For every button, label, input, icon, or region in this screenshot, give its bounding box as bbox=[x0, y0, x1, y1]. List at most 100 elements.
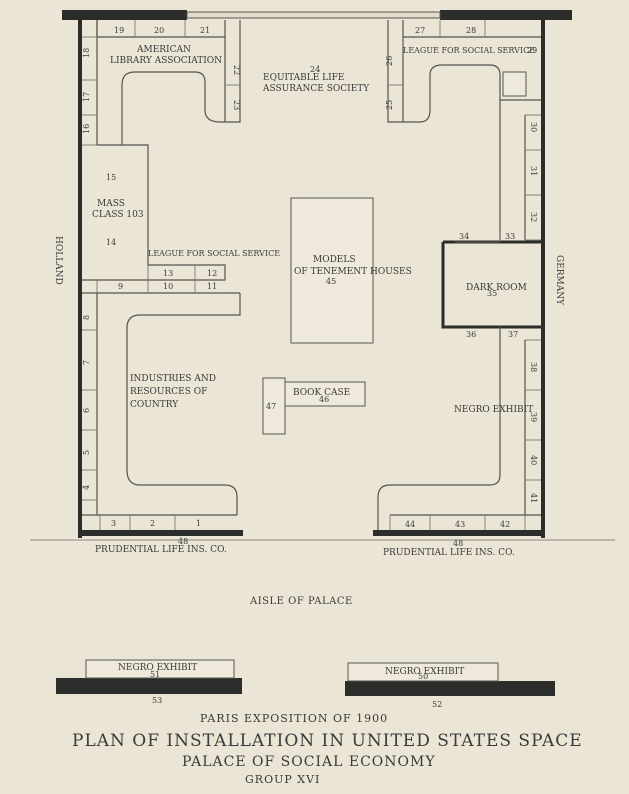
booth-33: 33 bbox=[505, 232, 515, 241]
label-negro-exhibit-right: NEGRO EXHIBIT bbox=[454, 405, 533, 415]
booth-23: 23 bbox=[232, 100, 241, 110]
booth-35: 35 bbox=[487, 289, 497, 298]
booth-48-left: 48 bbox=[178, 537, 188, 546]
booth-12: 12 bbox=[207, 269, 217, 278]
booth-19: 19 bbox=[114, 26, 124, 35]
title-line-2: PLAN OF INSTALLATION IN UNITED STATES SP… bbox=[72, 731, 583, 751]
top-wall-right bbox=[440, 10, 572, 20]
booth-44: 44 bbox=[405, 520, 415, 529]
booth-26: 26 bbox=[385, 56, 394, 66]
booth-37: 37 bbox=[508, 330, 518, 339]
negro-exhibit-right-block bbox=[377, 327, 501, 530]
label-holland: HOLLAND bbox=[53, 236, 63, 285]
label-equitable-1: EQUITABLE LIFE bbox=[263, 73, 344, 83]
booth-31: 31 bbox=[529, 166, 538, 176]
label-dark-room: DARK ROOM bbox=[466, 283, 527, 293]
label-american-1: AMERICAN bbox=[136, 45, 191, 55]
left-wall bbox=[78, 20, 82, 538]
booth-32: 32 bbox=[529, 212, 538, 222]
label-book-case: BOOK CASE bbox=[293, 388, 350, 398]
booth-43: 43 bbox=[455, 520, 465, 529]
top-window bbox=[186, 11, 441, 19]
book-case-block bbox=[284, 381, 366, 407]
small-box bbox=[502, 71, 527, 97]
bottom-right-bar bbox=[345, 681, 555, 696]
booth-36: 36 bbox=[466, 330, 476, 339]
booth-11: 11 bbox=[207, 282, 217, 291]
booth-8: 8 bbox=[82, 315, 91, 320]
label-mass-2: CLASS 103 bbox=[92, 210, 144, 220]
label-american-2: LIBRARY ASSOCIATION bbox=[110, 56, 222, 66]
booth-7: 7 bbox=[82, 360, 91, 365]
bottom-wall-right bbox=[373, 530, 545, 536]
bottom-wall-left bbox=[78, 530, 243, 536]
label-negro-exhibit-bl: NEGRO EXHIBIT bbox=[118, 663, 197, 673]
booth-22: 22 bbox=[232, 65, 241, 75]
label-negro-exhibit-br: NEGRO EXHIBIT bbox=[385, 667, 464, 677]
booth-10: 10 bbox=[163, 282, 173, 291]
booth-45: 45 bbox=[326, 277, 336, 286]
label-industries-2: RESOURCES OF bbox=[130, 387, 207, 397]
booth-27: 27 bbox=[415, 26, 425, 35]
bottom-left-bar bbox=[56, 678, 242, 694]
label-league-top: LEAGUE FOR SOCIAL SERVICE bbox=[403, 46, 535, 55]
booth-18: 18 bbox=[82, 48, 91, 58]
negro-exhibit-bl-box bbox=[85, 659, 235, 679]
booth-39: 39 bbox=[529, 412, 538, 422]
label-league-mid: LEAGUE FOR SOCIAL SERVICE bbox=[148, 249, 280, 258]
american-library-block bbox=[96, 20, 241, 145]
booth-25: 25 bbox=[385, 100, 394, 110]
booth-24: 24 bbox=[310, 65, 320, 74]
booth-38: 38 bbox=[529, 362, 538, 372]
top-wall-left bbox=[62, 10, 187, 20]
booth-40: 40 bbox=[529, 455, 538, 465]
label-industries-1: INDUSTRIES AND bbox=[130, 374, 216, 384]
booth-20: 20 bbox=[154, 26, 164, 35]
label-equitable-2: ASSURANCE SOCIETY bbox=[262, 84, 370, 94]
booth-2: 2 bbox=[150, 519, 155, 528]
booth-13: 13 bbox=[163, 269, 173, 278]
label-industries-3: COUNTRY bbox=[130, 400, 179, 410]
booth-4: 4 bbox=[82, 485, 91, 490]
booth-21: 21 bbox=[200, 26, 210, 35]
booth-50: 50 bbox=[418, 672, 428, 681]
booth-47-block bbox=[262, 377, 286, 435]
booth-46: 46 bbox=[319, 395, 329, 404]
booth-14: 14 bbox=[106, 238, 116, 247]
label-prudential-left: PRUDENTIAL LIFE INS. CO. bbox=[95, 545, 227, 555]
label-aisle: AISLE OF PALACE bbox=[249, 596, 353, 607]
booth-1: 1 bbox=[196, 519, 201, 528]
label-germany: GERMANY bbox=[554, 255, 564, 306]
right-wall bbox=[541, 20, 545, 538]
models-block bbox=[290, 197, 374, 344]
booth-9: 9 bbox=[118, 282, 123, 291]
booth-42: 42 bbox=[500, 520, 510, 529]
industries-block bbox=[126, 293, 241, 515]
booth-51: 51 bbox=[150, 670, 160, 679]
booth-28: 28 bbox=[466, 26, 476, 35]
label-models-2: OF TENEMENT HOUSES bbox=[294, 267, 412, 277]
label-mass-1: MASS bbox=[97, 199, 125, 209]
booth-47: 47 bbox=[266, 402, 276, 411]
booth-52: 52 bbox=[432, 700, 442, 709]
booth-3: 3 bbox=[111, 519, 116, 528]
league-top-block bbox=[387, 20, 541, 123]
booth-6: 6 bbox=[82, 408, 91, 413]
booth-29: 29 bbox=[527, 46, 537, 55]
booth-15: 15 bbox=[106, 173, 116, 182]
booth-34: 34 bbox=[459, 232, 469, 241]
booth-16: 16 bbox=[82, 124, 91, 134]
booth-53: 53 bbox=[152, 696, 162, 705]
negro-exhibit-br-box bbox=[347, 662, 499, 682]
booth-48-right: 48 bbox=[453, 539, 463, 548]
booth-5: 5 bbox=[82, 450, 91, 455]
title-line-4: GROUP XVI bbox=[245, 773, 320, 786]
label-prudential-right: PRUDENTIAL LIFE INS. CO. bbox=[383, 548, 515, 558]
label-models-1: MODELS bbox=[313, 255, 356, 265]
mass-class-block bbox=[82, 144, 226, 281]
title-line-3: PALACE OF SOCIAL ECONOMY bbox=[182, 754, 436, 770]
title-line-1: PARIS EXPOSITION OF 1900 bbox=[200, 712, 388, 725]
booth-17: 17 bbox=[82, 92, 91, 102]
